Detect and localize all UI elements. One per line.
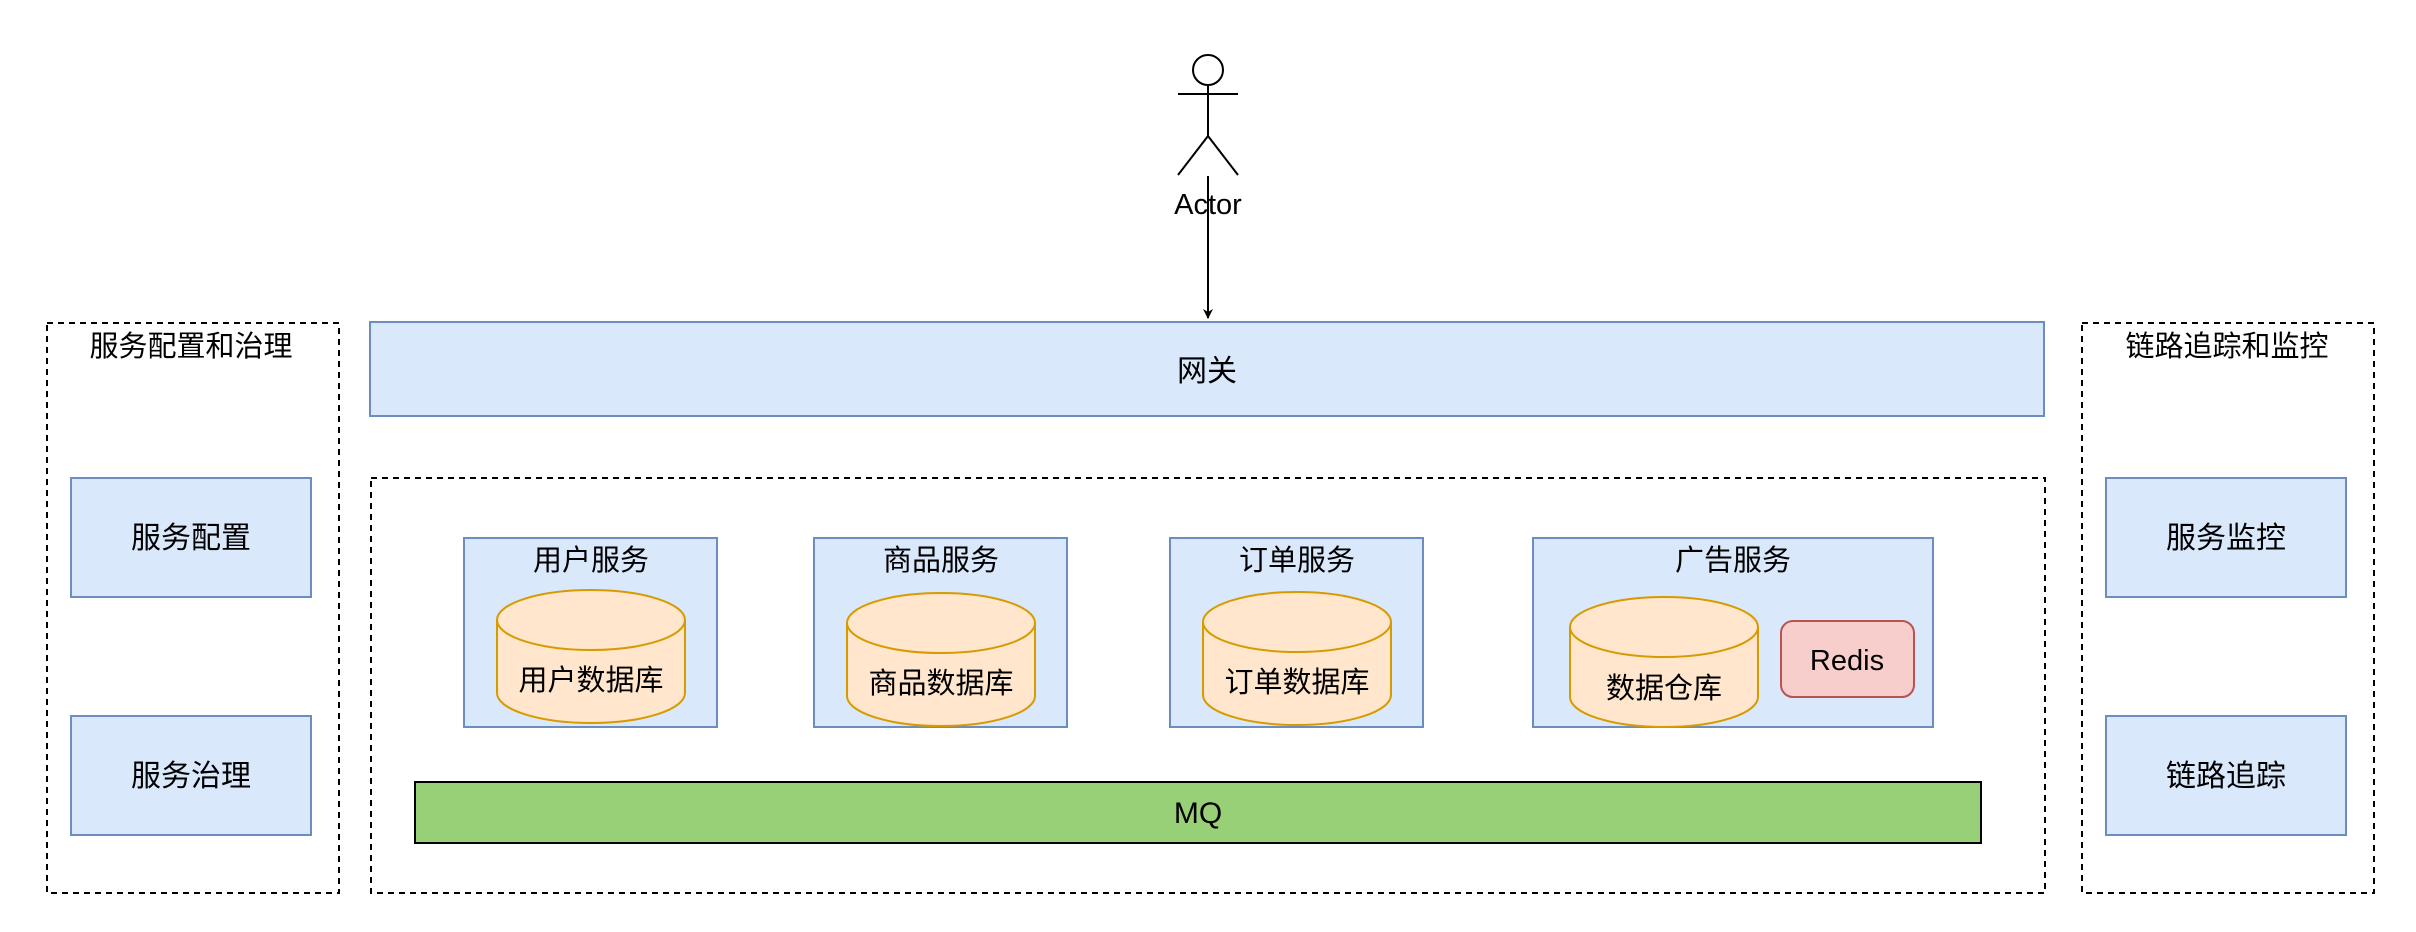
- user-service-label: 用户服务: [533, 544, 649, 577]
- left-panel-border: [46, 322, 340, 894]
- ads-service-box[interactable]: 广告服务 数据仓库 Redis: [1532, 537, 1934, 728]
- trace-label: 链路追踪: [2166, 760, 2286, 793]
- data-warehouse-label: 数据仓库: [1606, 672, 1722, 705]
- user-service-box[interactable]: 用户服务 用户数据库: [463, 537, 718, 728]
- right-panel-title: 链路追踪和监控: [2125, 330, 2328, 363]
- service-monitor-label: 服务监控: [2166, 522, 2286, 555]
- order-service-label: 订单服务: [1239, 544, 1355, 577]
- redis-label: Redis: [1810, 645, 1884, 677]
- right-panel: 链路追踪和监控 服务监控 链路追踪: [2081, 322, 2375, 894]
- order-service-box[interactable]: 订单服务 订单数据库: [1169, 537, 1424, 728]
- order-db-label: 订单数据库: [1224, 666, 1369, 699]
- actor-left-leg: [1177, 135, 1209, 176]
- left-panel-title: 服务配置和治理: [89, 330, 292, 363]
- service-config-label: 服务配置: [131, 522, 251, 555]
- service-governance-box[interactable]: 服务治理: [70, 715, 312, 836]
- service-governance-label: 服务治理: [131, 760, 251, 793]
- trace-box[interactable]: 链路追踪: [2105, 715, 2347, 836]
- product-db-label: 商品数据库: [868, 667, 1013, 700]
- product-db-cylinder[interactable]: 商品数据库: [846, 592, 1036, 727]
- left-panel: 服务配置和治理 服务配置 服务治理: [46, 322, 340, 894]
- product-service-label: 商品服务: [883, 544, 999, 577]
- actor-head: [1192, 54, 1224, 86]
- right-panel-border: [2081, 322, 2375, 894]
- service-config-box[interactable]: 服务配置: [70, 477, 312, 598]
- user-db-cylinder[interactable]: 用户数据库: [496, 589, 686, 724]
- actor-right-leg: [1207, 135, 1239, 176]
- mq-label: MQ: [1174, 797, 1222, 830]
- user-db-label: 用户数据库: [518, 664, 663, 697]
- product-service-box[interactable]: 商品服务 商品数据库: [813, 537, 1068, 728]
- redis-box[interactable]: Redis: [1780, 620, 1915, 698]
- data-warehouse-cylinder[interactable]: 数据仓库: [1569, 596, 1759, 728]
- services-container-border: [370, 477, 2046, 894]
- gateway-box[interactable]: 网关: [369, 321, 2045, 417]
- ads-service-label: 广告服务: [1675, 544, 1791, 577]
- gateway-label: 网关: [1177, 355, 1237, 388]
- services-container: 用户服务 用户数据库 商品服务 商品数据库 订单服务 订单: [370, 477, 2046, 894]
- service-monitor-box[interactable]: 服务监控: [2105, 477, 2347, 598]
- order-db-cylinder[interactable]: 订单数据库: [1202, 591, 1392, 726]
- mq-bar[interactable]: MQ: [414, 781, 1982, 844]
